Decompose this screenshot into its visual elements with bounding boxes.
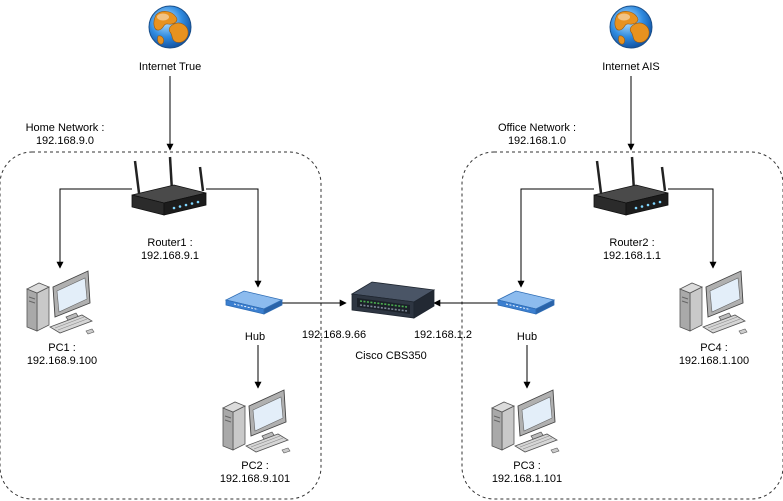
internet-ais-label: Internet AIS xyxy=(602,61,660,73)
home-network-boundary xyxy=(0,151,322,500)
internet-ais-globe-icon xyxy=(609,5,653,49)
switch-label: Cisco CBS350 xyxy=(355,350,427,362)
internet-true-label: Internet True xyxy=(138,61,202,73)
router1-to-pc1-edge xyxy=(56,188,132,269)
pc4-label: PC4 : 192.168.1.100 xyxy=(678,342,750,367)
router2-to-pc4-edge xyxy=(668,188,717,269)
pc3-label: PC3 : 192.168.1.101 xyxy=(491,460,563,485)
router1-to-hub1-edge xyxy=(206,188,262,288)
office-network-label: Office Network : 192.168.1.0 xyxy=(497,122,577,147)
hub2-label: Hub xyxy=(516,331,538,343)
pc2-label: PC2 : 192.168.9.101 xyxy=(219,460,291,485)
switch-right-port-ip: 192.168.1.2 xyxy=(413,329,473,341)
pc1-label: PC1 : 192.168.9.100 xyxy=(26,342,98,367)
hub1-label: Hub xyxy=(244,331,266,343)
cisco-switch-icon xyxy=(350,281,436,319)
home-network-label: Home Network : 192.168.9.0 xyxy=(25,122,105,147)
router2-to-hub2-edge xyxy=(517,188,594,288)
router1-label: Router1 : 192.168.9.1 xyxy=(140,237,200,262)
office-network-boundary xyxy=(461,151,783,500)
router2-label: Router2 : 192.168.1.1 xyxy=(602,237,662,262)
switch-left-port-ip: 192.168.9.66 xyxy=(301,329,367,341)
internet-true-globe-icon xyxy=(148,5,192,49)
